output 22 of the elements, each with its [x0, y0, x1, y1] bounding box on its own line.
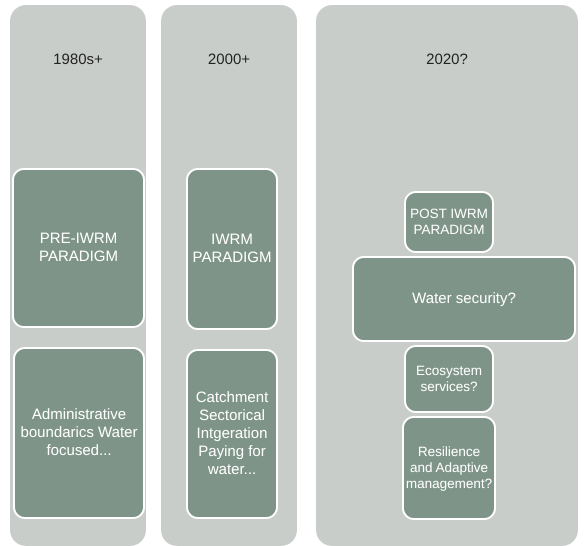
text-box: [402, 416, 496, 520]
box-text: POST IWRM PARADIGM: [409, 206, 489, 238]
text-box: [404, 191, 494, 253]
column-panel: [10, 5, 146, 546]
column-panel: [316, 5, 578, 546]
box-text: PRE-IWRM PARADIGM: [38, 230, 119, 266]
text-box: [352, 256, 576, 342]
box-text: Water security?: [412, 290, 516, 308]
column-heading: 2000+: [206, 51, 252, 68]
box-text: Catchment Sectorical Intgeration Paying for water...: [194, 389, 270, 479]
text-box: [404, 345, 494, 413]
box-text: Administrative boundarics Water focused...: [20, 406, 138, 460]
text-box: [186, 349, 278, 519]
column-panel: [161, 5, 297, 546]
text-box: [186, 168, 278, 330]
box-text: IWRM PARADIGM: [192, 231, 272, 267]
text-box: [12, 168, 145, 328]
box-text: Ecosystem services?: [414, 362, 484, 396]
column-heading: 1980s+: [52, 51, 104, 68]
text-box: [13, 347, 145, 519]
column-heading: 2020?: [425, 51, 469, 68]
box-text: Resilience and Adaptive management?: [406, 444, 492, 492]
